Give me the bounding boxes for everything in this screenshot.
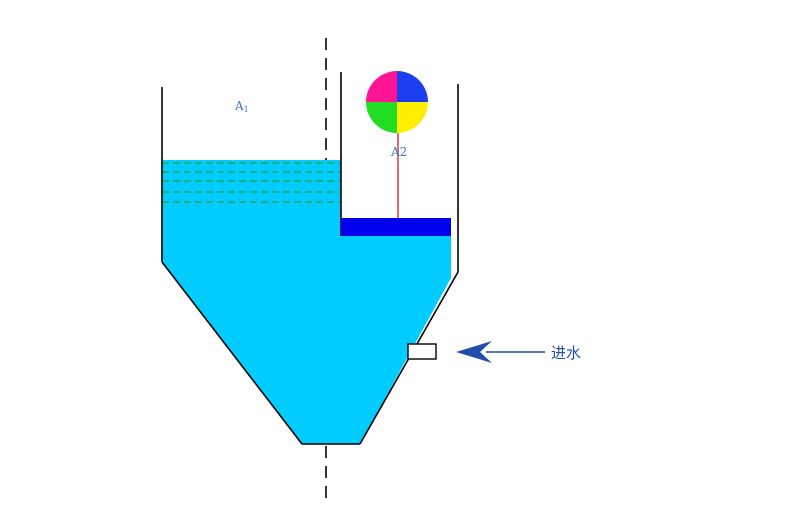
inlet-pipe: [407, 343, 437, 360]
float-quadrant-top-left: [366, 71, 397, 102]
four-color-float-ball-icon: [366, 71, 428, 133]
arrow-head: [456, 341, 492, 363]
label-a1: A1: [234, 99, 249, 114]
label-inlet: 进水: [551, 344, 581, 362]
label-a2: A2: [390, 145, 407, 159]
float-plate: [341, 218, 451, 236]
water-level-lines: [162, 162, 341, 203]
water-body: [162, 160, 451, 444]
float-quadrant-bottom-right: [397, 102, 428, 133]
float-quadrant-bottom-left: [366, 102, 397, 133]
float-quadrant-top-right: [397, 71, 428, 102]
left-arrow-icon: [456, 341, 545, 363]
hopper-left: [161, 261, 303, 445]
